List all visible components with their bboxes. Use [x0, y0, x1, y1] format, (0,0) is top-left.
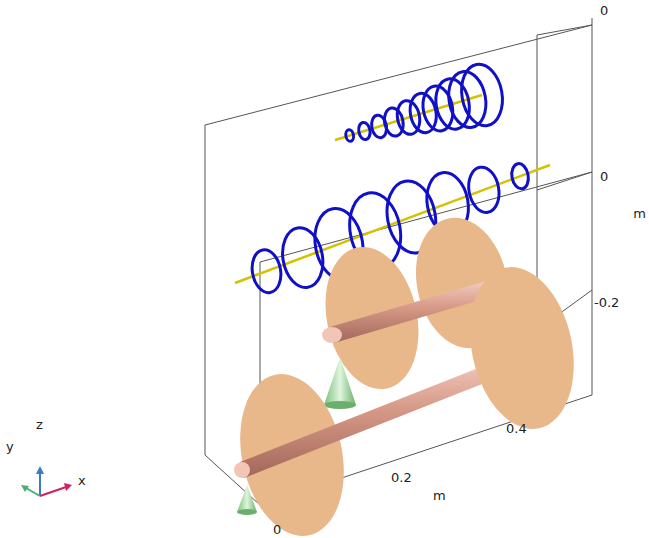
orbit-ring	[444, 69, 490, 131]
orbit-ring	[357, 122, 371, 141]
axis-tick-label: m	[433, 489, 446, 502]
orbit-ring	[465, 165, 502, 215]
axis-tick-label: 0.4	[506, 422, 527, 435]
orbit-ring	[457, 61, 507, 129]
axis-tick-label: 0	[600, 4, 608, 17]
orbit-ring	[345, 129, 354, 142]
orbit-ring	[249, 247, 284, 294]
axis-letter: x	[78, 474, 86, 487]
orbit-ring	[382, 106, 405, 137]
lower-rotor	[226, 257, 588, 538]
orbit-ring	[510, 162, 530, 190]
axis-tick-label: 0.2	[391, 471, 412, 484]
orbit-ring	[432, 76, 473, 132]
orbit-ring	[278, 225, 327, 291]
axis-tick-label: 0	[600, 170, 608, 183]
axis-triad	[21, 466, 72, 496]
axis-letter: y	[6, 440, 14, 453]
axis-letter: z	[36, 418, 43, 431]
axis-tick-label: -0.2	[594, 296, 619, 309]
axis-tick-label: 0	[273, 523, 281, 536]
axis-tick-label: m	[633, 207, 646, 220]
